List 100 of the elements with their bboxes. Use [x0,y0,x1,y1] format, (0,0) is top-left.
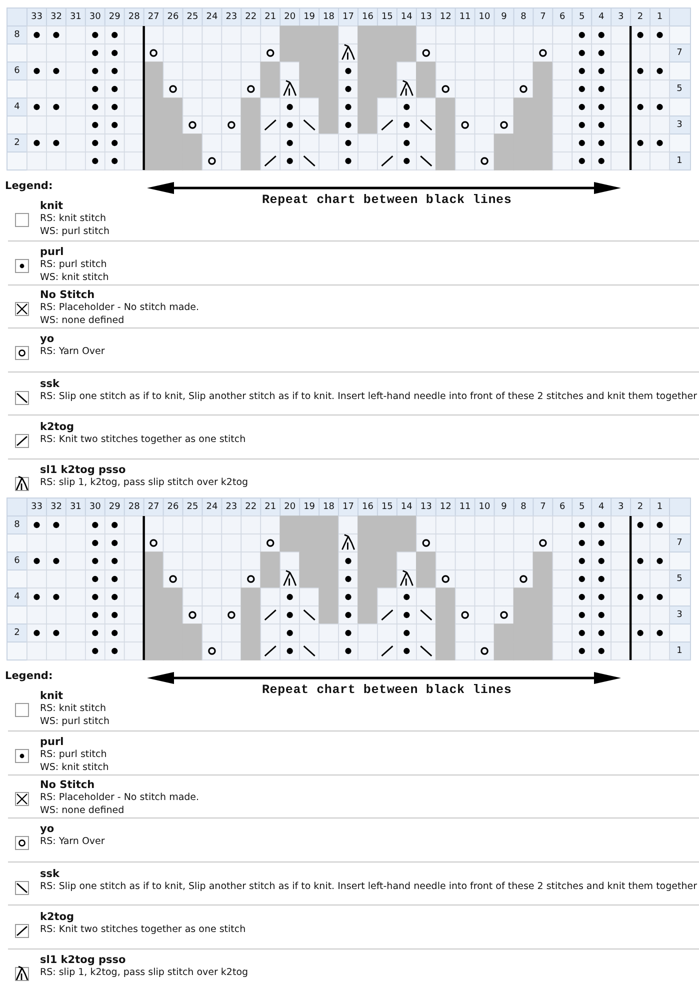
legend-description: RS: Yarn Over [40,836,105,847]
row-number: 4 [13,101,21,114]
column-number: 4 [597,501,606,514]
column-number: 8 [520,11,528,24]
column-number: 29 [108,11,122,24]
legend-heading: Legend: [5,180,53,192]
legend-description: RS: knit stitch [40,213,106,224]
column-number: 21 [264,501,278,514]
legend-description: RS: Yarn Over [40,346,105,357]
column-number: 25 [186,11,200,24]
row-number: 1 [676,155,684,168]
column-number: 15 [380,501,394,514]
row-number: 3 [676,609,684,622]
column-number: 13 [419,11,433,24]
legend-heading: Legend: [5,670,53,682]
column-number: 1 [656,501,664,514]
row-number: 8 [13,519,21,532]
column-number: 9 [500,501,508,514]
column-number: 20 [283,11,297,24]
legend-title: ssk [40,378,60,390]
column-number: 32 [49,11,63,24]
column-number: 16 [360,11,374,24]
column-number: 30 [88,501,102,514]
column-number: 14 [400,501,414,514]
column-number: 2 [636,501,644,514]
legend-description: WS: none defined [40,314,124,326]
column-number: 27 [146,11,160,24]
column-number: 18 [322,11,336,24]
row-number: 1 [676,645,684,658]
column-number: 6 [558,11,566,24]
legend-title: k2tog [40,421,74,433]
row-number: 8 [13,29,21,42]
column-number: 19 [302,11,316,24]
legend-description: RS: Knit two stitches together as one stitch [40,924,246,935]
legend-description: WS: knit stitch [40,272,109,282]
column-number: 31 [68,11,82,24]
column-number: 26 [166,501,180,514]
column-number: 24 [205,11,219,24]
legend-title: ssk [40,868,60,880]
legend-description: RS: Placeholder - No stitch made. [40,792,200,803]
column-number: 6 [558,501,566,514]
legend-title: knit [40,690,64,702]
row-number: 2 [13,137,21,150]
column-number: 1 [656,11,664,24]
column-number: 3 [616,11,625,24]
column-number: 7 [539,11,547,24]
column-number: 22 [244,11,258,24]
column-number: 23 [224,501,238,514]
column-number: 5 [578,501,586,514]
column-number: 7 [539,501,547,514]
column-number: 28 [127,501,141,514]
column-number: 21 [264,11,278,24]
row-number: 6 [13,555,21,568]
legend-description: RS: purl stitch [40,749,107,760]
legend-description: WS: knit stitch [40,762,109,772]
column-number: 11 [458,11,472,24]
row-number: 2 [13,627,21,640]
column-number: 23 [224,11,238,24]
legend-title: sl1 k2tog psso [40,954,126,966]
column-number: 12 [438,501,452,514]
legend-description: WS: purl stitch [40,226,110,236]
column-number: 33 [30,501,44,514]
column-number: 27 [146,501,160,514]
column-number: 10 [478,501,492,514]
row-number: 7 [676,47,684,60]
legend-description: RS: Placeholder - No stitch made. [40,302,200,313]
column-number: 20 [283,501,297,514]
column-number: 5 [578,11,586,24]
column-number: 15 [380,11,394,24]
legend-description: WS: none defined [40,804,124,816]
column-number: 33 [30,11,44,24]
column-number: 17 [342,501,355,514]
column-number: 9 [500,11,508,24]
legend-title: purl [40,736,64,748]
row-number: 5 [676,83,684,96]
legend-title: yo [40,823,54,835]
column-number: 2 [636,11,644,24]
column-number: 28 [127,11,141,24]
column-number: 22 [244,501,258,514]
legend-title: k2tog [40,911,74,923]
column-number: 26 [166,11,180,24]
column-number: 12 [438,11,452,24]
column-number: 4 [597,11,606,24]
repeat-note: Repeat chart between black lines [262,193,512,207]
column-number: 24 [205,501,219,514]
column-number: 19 [302,501,316,514]
legend-title: purl [40,246,64,258]
column-number: 16 [360,501,374,514]
column-number: 14 [400,11,414,24]
column-number: 3 [616,501,625,514]
row-number: 5 [676,573,684,586]
column-number: 17 [342,11,355,24]
legend-title: No Stitch [40,289,95,301]
legend-description: RS: purl stitch [40,259,107,270]
column-number: 25 [186,501,200,514]
legend-title: sl1 k2tog psso [40,464,126,476]
legend-title: yo [40,333,54,345]
column-number: 13 [419,501,433,514]
legend-description: WS: purl stitch [40,716,110,726]
column-number: 11 [458,501,472,514]
